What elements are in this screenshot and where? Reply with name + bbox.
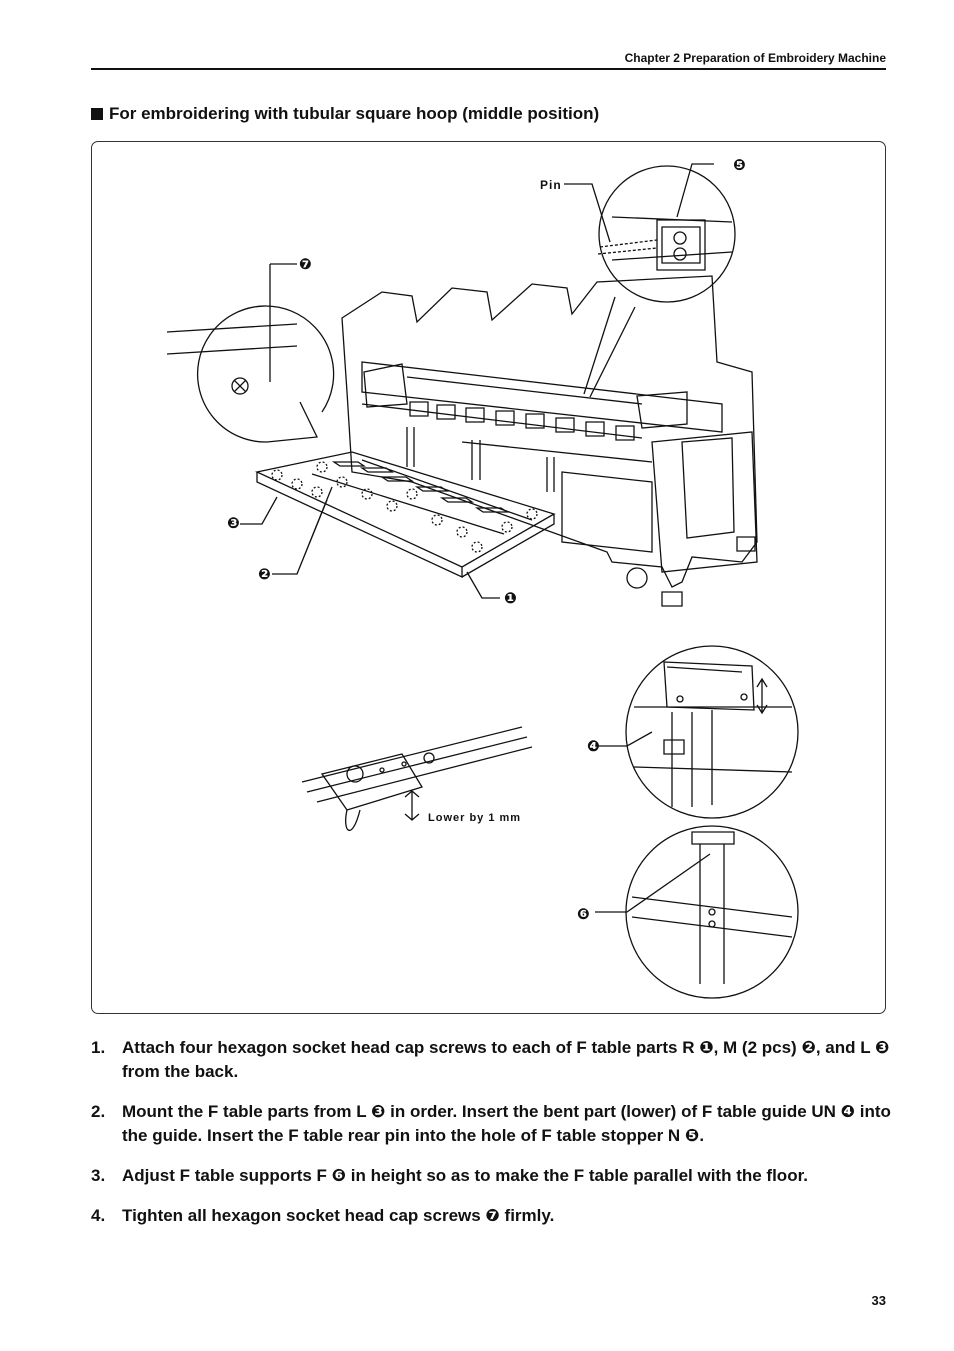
instruction-steps: 1. Attach four hexagon socket head cap s… xyxy=(91,1036,891,1244)
step-number: 2. xyxy=(91,1102,106,1121)
step-4: 4. Tighten all hexagon socket head cap s… xyxy=(91,1204,891,1228)
page-number: 33 xyxy=(871,1293,886,1308)
step-text: Attach four hexagon socket head cap scre… xyxy=(122,1038,890,1081)
step-number: 3. xyxy=(91,1166,106,1185)
callout-6: ❻ xyxy=(577,906,591,923)
callout-2: ❷ xyxy=(258,566,272,583)
needle-head-row xyxy=(409,401,635,441)
step-1: 1. Attach four hexagon socket head cap s… xyxy=(91,1036,891,1084)
step-text: Adjust F table supports F ❻ in height so… xyxy=(122,1166,808,1185)
callout-4-bubble xyxy=(625,645,799,819)
callout-4: ❹ xyxy=(587,738,601,755)
figure-illustration: Pin Lower by 1 mm ❺ ❼ ❸ ❷ ❶ ❹ ❻ xyxy=(91,141,886,1014)
table-slots xyxy=(331,461,510,513)
step-2: 2. Mount the F table parts from L ❸ in o… xyxy=(91,1100,891,1148)
step-text: Tighten all hexagon socket head cap scre… xyxy=(122,1206,555,1225)
callout-3: ❸ xyxy=(227,515,241,532)
callout-7-bubble xyxy=(196,305,335,443)
section-bullet-icon xyxy=(91,108,103,120)
pin-label: Pin xyxy=(540,178,562,192)
lower-by-label: Lower by 1 mm xyxy=(428,812,522,824)
section-title: For embroidering with tubular square hoo… xyxy=(91,104,599,124)
step-number: 4. xyxy=(91,1206,106,1225)
machine-top-heads xyxy=(341,275,758,588)
screw-holes xyxy=(271,461,538,553)
step-text: Mount the F table parts from L ❸ in orde… xyxy=(122,1102,891,1145)
header-rule xyxy=(91,68,886,70)
section-title-text: For embroidering with tubular square hoo… xyxy=(109,104,600,123)
chapter-header: Chapter 2 Preparation of Embroidery Mach… xyxy=(624,51,886,65)
step-3: 3. Adjust F table supports F ❻ in height… xyxy=(91,1164,891,1188)
step-number: 1. xyxy=(91,1038,106,1057)
table-edge-detail xyxy=(301,726,533,803)
callout-6-bubble xyxy=(625,825,799,999)
callout-7: ❼ xyxy=(299,256,313,273)
callout-1: ❶ xyxy=(504,590,518,607)
callout-5: ❺ xyxy=(733,157,747,174)
callout-5-bubble xyxy=(598,165,736,303)
machine-illustration xyxy=(166,163,799,999)
